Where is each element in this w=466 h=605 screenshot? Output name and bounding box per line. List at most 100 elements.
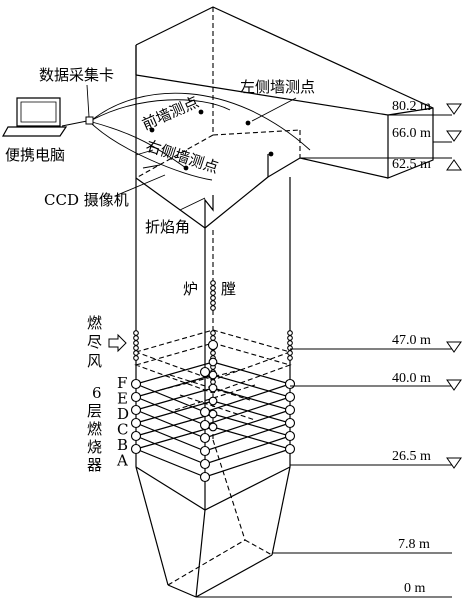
furnace-label-left: 炉 <box>183 280 198 298</box>
elevation-label: 7.8 m <box>398 537 430 552</box>
measurement-point <box>210 330 216 336</box>
burner-label-5: 器 <box>87 456 102 474</box>
measurement-point <box>210 290 216 296</box>
measurement-point <box>133 335 139 341</box>
elevation-marker-icon <box>446 457 462 469</box>
front-wall-point-marker <box>149 127 155 133</box>
measurement-point <box>208 396 218 406</box>
measurement-point <box>133 350 139 356</box>
burner-layer-c: C <box>117 421 128 439</box>
ofa-label-1: 燃 <box>87 314 102 332</box>
measurement-point <box>284 417 296 429</box>
measurement-point <box>130 417 142 429</box>
laptop-label: 便携电脑 <box>5 146 65 164</box>
measurement-point <box>199 406 211 418</box>
elevation-marker-icon <box>446 159 462 171</box>
measurement-point <box>133 345 139 351</box>
measurement-point <box>210 285 216 291</box>
elevation-label: 66.0 m <box>392 126 431 141</box>
measurement-point <box>130 391 142 403</box>
elevation-marker-icon <box>446 379 462 391</box>
front-wall-point-label: 前墙测点 <box>139 93 201 134</box>
burner-layer-e: E <box>117 390 128 408</box>
measurement-point <box>199 419 211 431</box>
measurement-point <box>199 432 211 444</box>
measurement-point <box>210 379 216 385</box>
measurement-point <box>210 295 216 301</box>
upper-points <box>149 109 274 171</box>
elevation-marker-icon <box>446 341 462 353</box>
measurement-point <box>130 430 142 442</box>
elevation-label: 0 m <box>404 581 426 596</box>
ofa-label-2: 尽 <box>87 333 102 351</box>
measurement-point <box>210 280 216 286</box>
elevation-label: 26.5 m <box>392 449 431 464</box>
measurement-point <box>284 430 296 442</box>
measurement-point <box>133 355 139 361</box>
measurement-point <box>130 443 142 455</box>
measurement-point <box>130 404 142 416</box>
elevation-lines <box>196 114 452 598</box>
measurement-points <box>130 280 296 483</box>
measurement-point <box>208 409 218 419</box>
hopper <box>135 439 291 598</box>
measurement-point <box>210 305 216 311</box>
measurement-point <box>199 458 211 470</box>
measurement-point <box>210 335 216 341</box>
burner-label-2: 层 <box>87 402 102 420</box>
measurement-point <box>207 339 219 351</box>
measurement-point <box>208 370 218 380</box>
measurement-point <box>287 335 293 341</box>
elevation-label: 40.0 m <box>392 371 431 386</box>
measurement-point <box>208 357 218 367</box>
measurement-point <box>208 383 218 393</box>
burner-layer-a: A <box>116 452 128 470</box>
left-wall-point-marker <box>245 120 251 126</box>
elevation-markers <box>446 103 462 469</box>
ofa-label-3: 风 <box>87 352 102 370</box>
measurement-point <box>287 345 293 351</box>
measurement-point <box>287 330 293 336</box>
measurement-point <box>210 300 216 306</box>
elevation-label: 62.5 m <box>392 157 431 172</box>
measurement-point <box>199 445 211 457</box>
measurement-point <box>287 340 293 346</box>
measurement-point <box>284 391 296 403</box>
measurement-point <box>199 471 211 483</box>
cables <box>91 92 311 181</box>
burner-label-1: 6 <box>92 384 102 402</box>
measurement-point <box>284 404 296 416</box>
burner-layer-b: B <box>117 436 128 454</box>
ccd-camera-label: CCD 摄像机 <box>44 191 129 209</box>
daq-card-icon <box>85 116 94 125</box>
measurement-point <box>284 443 296 455</box>
measurement-point <box>130 378 142 390</box>
burner-label-4: 烧 <box>87 438 102 456</box>
furnace-nose-label: 折焰角 <box>145 218 190 236</box>
daq-card-label: 数据采集卡 <box>39 66 114 84</box>
elevation-marker-icon <box>446 130 462 142</box>
measurement-point <box>287 350 293 356</box>
burner-layer-d: D <box>117 405 129 423</box>
right-wall-point-label: 右侧墙测点 <box>144 137 221 177</box>
laptop-icon <box>1 97 88 137</box>
measurement-point <box>210 350 216 356</box>
ofa-arrow-icon <box>108 333 127 353</box>
measurement-point <box>208 422 218 432</box>
burner-layer-f: F <box>117 374 127 392</box>
left-wall-point-label: 左侧墙测点 <box>240 78 315 96</box>
elevation-marker-icon <box>446 103 462 115</box>
burner-label-3: 燃 <box>87 420 102 438</box>
measurement-point <box>284 378 296 390</box>
measurement-point <box>133 340 139 346</box>
right-wall-point-marker <box>183 165 189 171</box>
furnace-label-right: 膛 <box>221 280 236 298</box>
elevation-label: 47.0 m <box>392 333 431 348</box>
elevation-label: 80.2 m <box>392 99 431 114</box>
upper-flue-box <box>135 6 434 229</box>
measurement-point <box>133 330 139 336</box>
elevation-labels: 80.2 m 66.0 m 62.5 m 47.0 m 40.0 m 26.5 m 7.8 … <box>392 99 431 596</box>
measurement-point <box>287 355 293 361</box>
